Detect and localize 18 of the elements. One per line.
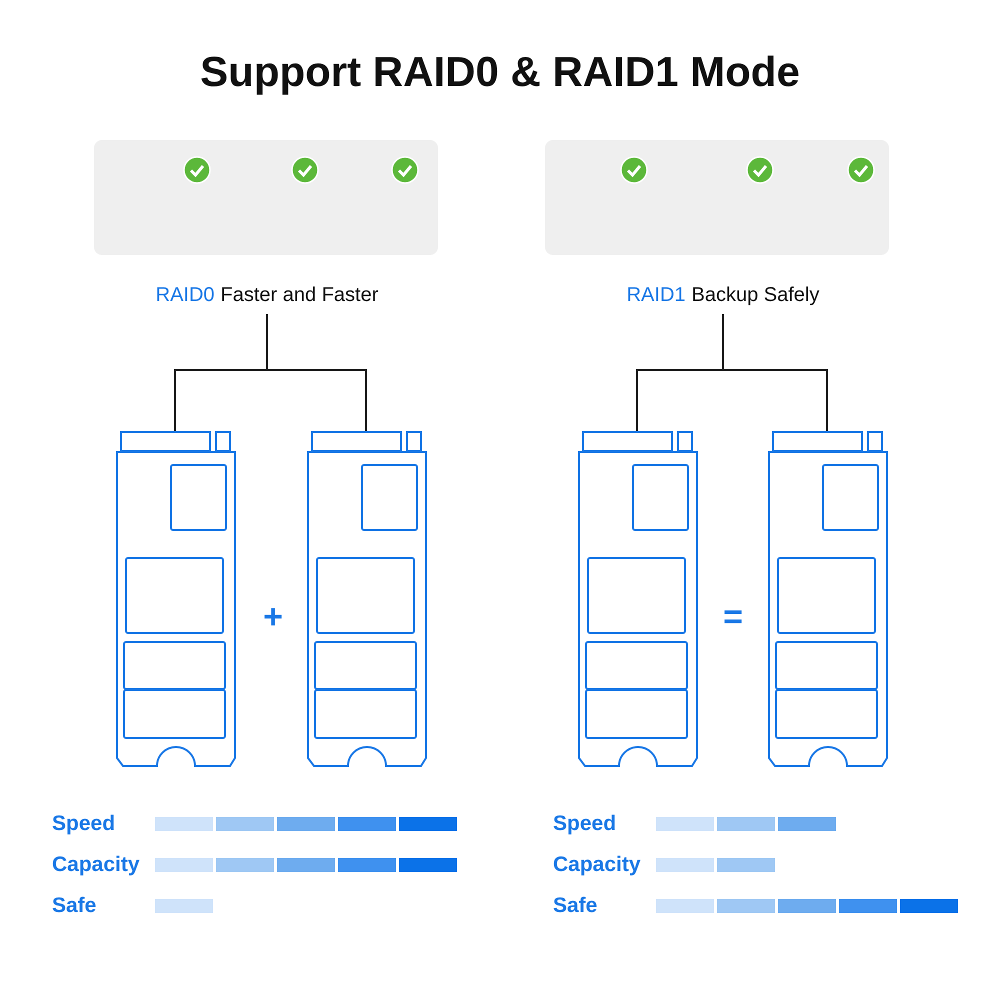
ssd-drawing (115, 430, 237, 770)
ssd-drawing (577, 430, 699, 770)
heading-text: Backup Safely (692, 284, 820, 307)
operator-symbol: = (722, 598, 744, 637)
rating-label: Speed (553, 812, 616, 836)
heading-text: RAID0 (156, 284, 215, 307)
operator-symbol: + (262, 598, 284, 637)
rating-label: Safe (553, 894, 598, 918)
rating-label: Capacity (553, 853, 641, 877)
heading-text: Faster and Faster (220, 284, 378, 307)
rating-label: Safe (52, 894, 96, 918)
rating-label: Speed (52, 812, 116, 836)
ssd-drawing (306, 430, 428, 770)
rating-label: Capacity (52, 853, 140, 877)
heading-text: RAID1 (626, 284, 686, 307)
connector-line (722, 314, 828, 431)
ssd-drawing (767, 430, 889, 770)
title: Support RAID0 & RAID1 Mode (199, 48, 801, 96)
